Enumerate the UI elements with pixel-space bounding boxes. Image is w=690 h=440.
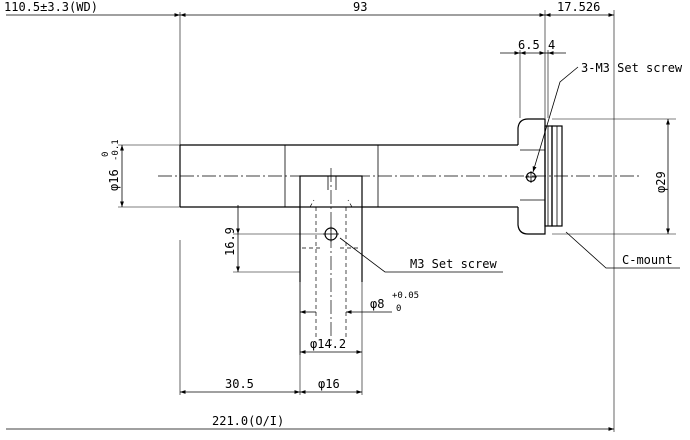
top-length-label: 93 (353, 0, 367, 14)
bore-tol-upper: +0.05 (392, 291, 419, 301)
port-offset-label: 30.5 (225, 377, 254, 391)
port-inner-diameter-label: φ14.2 (310, 337, 346, 351)
port-outer-diameter-label: φ16 (318, 377, 340, 391)
center-lines (158, 168, 640, 345)
mount-length-label: 17.526 (557, 0, 600, 14)
lens-body (179, 118, 563, 235)
port-height-label: 16.9 (223, 227, 237, 256)
leader-lines (339, 66, 680, 273)
bore-diameter-label: φ8 (370, 297, 384, 311)
step-b-label: 4 (548, 38, 555, 52)
mount-diameter-label: φ29 (654, 171, 668, 193)
bore-tol-lower: 0 (396, 304, 401, 314)
total-length-label: 221.0(O/I) (212, 414, 284, 428)
body-diameter-label: φ16 (107, 169, 121, 191)
dimension-lines (6, 13, 670, 431)
body-diameter-tol-upper: 0 (101, 152, 111, 157)
wd-label: 110.5±3.3(WD) (4, 0, 98, 14)
set-screw-port-callout: M3 Set screw (410, 257, 497, 271)
step-a-label: 6.5 (518, 38, 540, 52)
extension-lines (118, 10, 676, 432)
body-diameter-tol-lower: -0.1 (111, 139, 121, 161)
c-mount-callout: C-mount (622, 253, 673, 267)
set-screw-mount-callout: 3-M3 Set screw (581, 61, 683, 75)
